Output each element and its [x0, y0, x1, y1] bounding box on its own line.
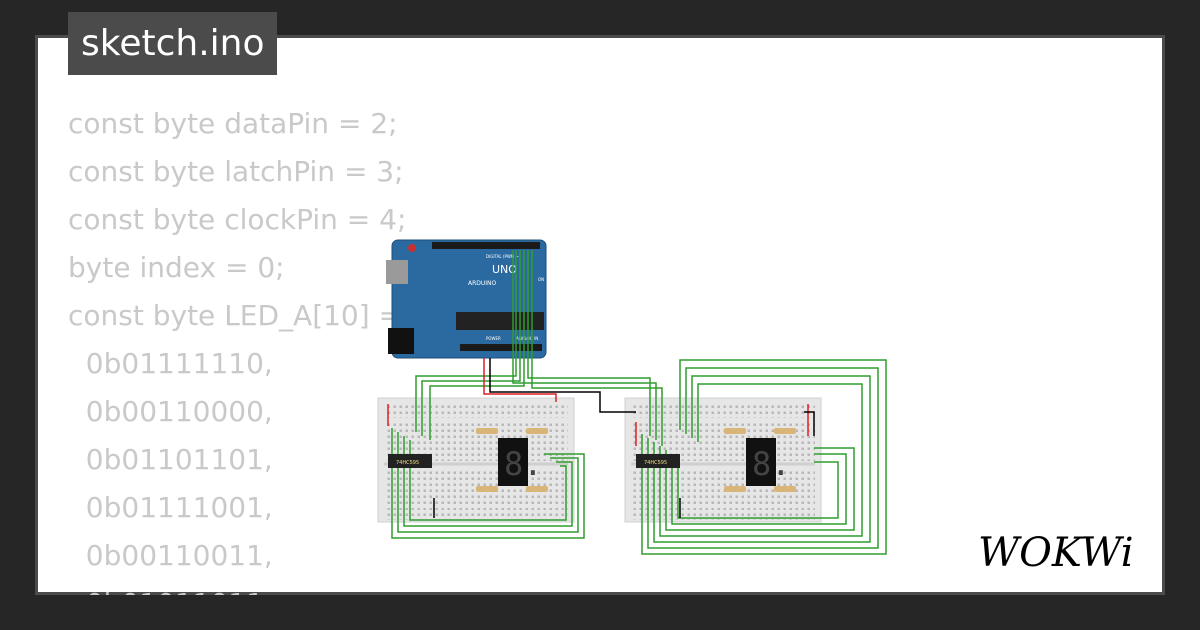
code-line: 0b01111110, — [68, 347, 273, 380]
code-line: 0b01101101, — [68, 443, 273, 476]
arduino-uno: UNO ARDUINO DIGITAL (PWM ~) POWER ANALOG… — [386, 239, 547, 359]
reset-button — [408, 244, 416, 252]
code-line: 0b00110000, — [68, 395, 273, 428]
file-tab[interactable]: sketch.ino — [68, 12, 278, 75]
signal-wires — [391, 250, 887, 555]
digit-glyph: 8. — [752, 445, 791, 483]
code-line: 0b01111001, — [68, 491, 273, 524]
power-header-label: POWER — [486, 336, 501, 341]
code-line: const byte latchPin = 3; — [68, 155, 404, 188]
preview-card — [35, 35, 1165, 595]
code-line: 0b01011011, — [68, 580, 628, 595]
on-led-label: ON — [538, 277, 544, 282]
digital-header-label: DIGITAL (PWM ~) — [486, 254, 521, 259]
resistors — [476, 428, 796, 492]
code-line: byte index = 0; — [68, 251, 285, 284]
wokwi-logo-text: WOKWi — [978, 530, 1134, 576]
circuit-diagram: UNO ARDUINO DIGITAL (PWM ~) POWER ANALOG… — [377, 239, 887, 555]
power-wires — [387, 358, 815, 518]
shift-register-right: 74HC595 — [636, 454, 680, 468]
shift-register-left: 74HC595 — [388, 454, 432, 468]
chip-label: 74HC595 — [396, 460, 419, 466]
wokwi-logo[interactable]: WOKWi — [978, 530, 1148, 576]
code-line: const byte dataPin = 2; — [68, 107, 398, 140]
mcu-chip — [456, 312, 544, 330]
seven-segment-right: 8. — [746, 438, 791, 486]
power-jack — [388, 328, 414, 354]
analog-header-label: ANALOG IN — [516, 336, 538, 341]
seven-segment-left: 8. — [498, 438, 543, 486]
code-preview: const byte dataPin = 2; const byte latch… — [68, 100, 628, 595]
chip-label: 74HC595 — [644, 460, 667, 466]
board-brand-label: ARDUINO — [468, 280, 497, 287]
board-name-label: UNO — [492, 263, 517, 276]
digit-glyph: 8. — [504, 445, 543, 483]
usb-port — [386, 260, 408, 284]
code-line: const byte clockPin = 4; — [68, 203, 407, 236]
code-line: 0b00110011, — [68, 539, 273, 572]
